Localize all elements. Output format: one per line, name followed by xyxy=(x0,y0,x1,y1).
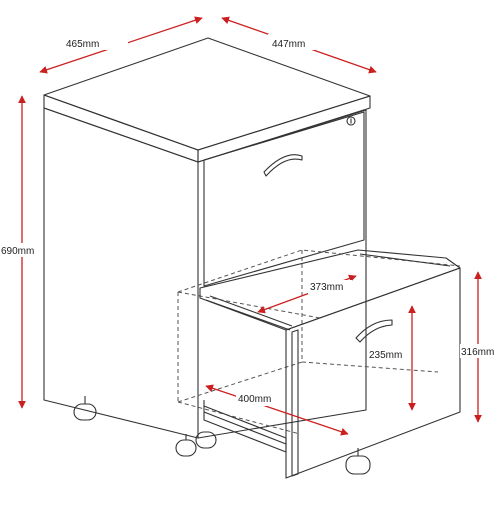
width-label: 465mm xyxy=(66,39,99,50)
bottom-drawer-front xyxy=(285,267,461,479)
bottom-drawer-handle xyxy=(355,319,393,343)
dimension-labels: 465mm 447mm 690mm 373mm 235mm 400mm 316m… xyxy=(0,34,500,406)
casters xyxy=(73,396,371,475)
front-height-label: 316mm xyxy=(461,347,494,358)
cabinet-top xyxy=(43,37,371,163)
caster-rear-left xyxy=(73,396,97,421)
caster-front-right xyxy=(345,448,371,475)
drawer-box-outline xyxy=(177,249,461,435)
cabinet-side-panel xyxy=(43,107,199,439)
lock-icon xyxy=(346,116,356,126)
caster-mid xyxy=(195,431,217,449)
dimension-arrows xyxy=(18,16,482,436)
top-drawer-handle xyxy=(263,154,303,177)
drawer-height-label: 235mm xyxy=(369,350,402,361)
cabinet-front-frame xyxy=(197,109,367,439)
depth-label: 447mm xyxy=(272,39,305,50)
top-drawer xyxy=(203,111,365,287)
drawer-depth-dimension-arrow xyxy=(205,384,349,436)
drawer-depth-label: 400mm xyxy=(238,394,271,405)
height-label: 690mm xyxy=(1,246,34,257)
drawer-width-label: 373mm xyxy=(310,282,343,293)
